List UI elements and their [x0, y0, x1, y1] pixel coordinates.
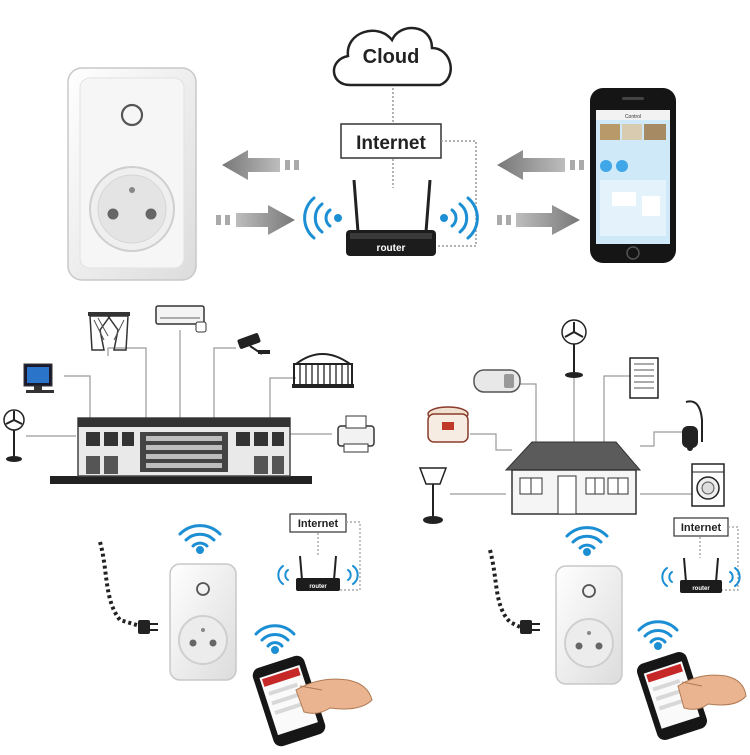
rice-cooker-icon: [427, 406, 469, 443]
power-cord-icon: [98, 541, 158, 634]
printer-icon: [337, 415, 375, 453]
hand-phone-icon: [636, 652, 747, 740]
phone-header-title: Control: [625, 114, 641, 120]
smart-plug-icon: [169, 563, 237, 681]
wifi-signal-icon: [178, 524, 222, 554]
internet-box: Internet: [340, 123, 442, 159]
connection-lines: [450, 375, 692, 495]
wifi-signal-icon: [440, 196, 479, 240]
arrow-icon: [497, 205, 580, 235]
curtain-icon: [88, 312, 130, 351]
house-icon: [504, 441, 642, 515]
smartphone-icon: Control: [590, 88, 676, 263]
smart-plug-icon: [67, 67, 197, 281]
gate-icon: [292, 353, 354, 388]
water-heater-icon: [473, 369, 521, 393]
internet-label: Internet: [681, 522, 722, 534]
panel-heater-icon: [629, 357, 659, 399]
arrow-icon: [216, 205, 295, 235]
vacuum-cleaner-icon: [682, 400, 703, 451]
hand-phone-icon: [252, 655, 373, 747]
wifi-signal-icon: [277, 565, 359, 585]
router-icon: router: [680, 557, 722, 593]
internet-box: Internet: [673, 517, 729, 537]
internet-box: Internet: [289, 513, 347, 533]
wifi-signal-icon: [254, 624, 296, 654]
connection-lines: [26, 330, 332, 437]
wifi-signal-icon: [303, 196, 342, 240]
wifi-signal-icon: [637, 620, 679, 650]
air-conditioner-icon: [155, 305, 207, 333]
arrow-icon: [497, 150, 584, 180]
router-brand-label: router: [692, 586, 710, 592]
internet-label: Internet: [356, 133, 426, 154]
fan-icon: [3, 409, 25, 462]
cctv-camera-icon: [237, 333, 270, 355]
cloud-icon: Cloud: [332, 26, 452, 87]
washing-machine-icon: [691, 463, 725, 507]
router-brand-label: router: [377, 243, 406, 254]
router-icon: router: [346, 179, 436, 256]
building-icon: [50, 417, 312, 484]
fan-icon: [561, 319, 587, 378]
wifi-signal-icon: [661, 567, 741, 587]
internet-label: Internet: [298, 518, 339, 530]
router-brand-label: router: [309, 584, 327, 590]
router-icon: router: [296, 555, 340, 591]
cloud-label: Cloud: [363, 46, 420, 68]
smart-plug-icon: [555, 565, 623, 685]
wifi-signal-icon: [565, 526, 609, 556]
lamp-icon: [418, 467, 448, 524]
arrow-icon: [222, 150, 299, 180]
computer-icon: [23, 363, 54, 393]
power-cord-icon: [488, 549, 540, 634]
